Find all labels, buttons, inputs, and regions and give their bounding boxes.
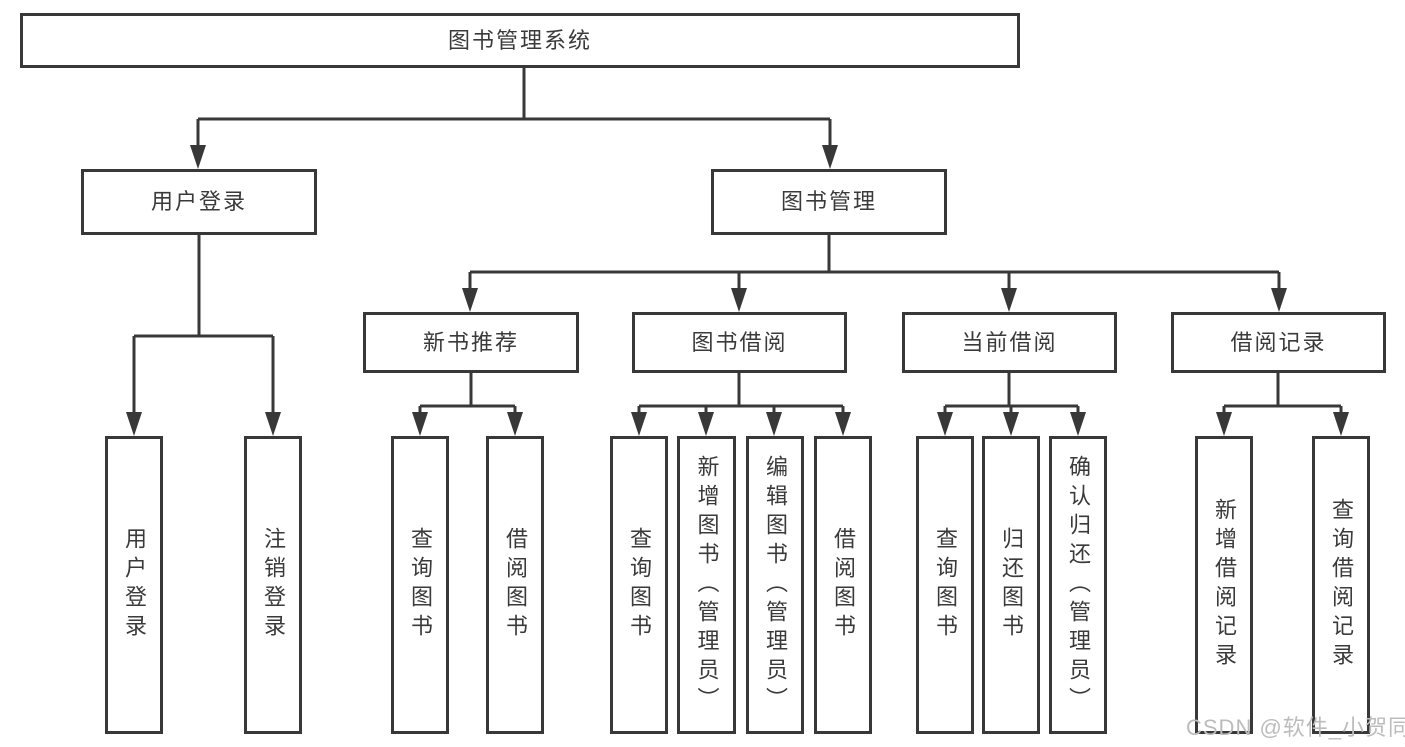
leaf-query-borrow-record: 查询借阅记录 bbox=[1312, 436, 1370, 734]
node-current-borrowing-label: 当前借阅 bbox=[961, 329, 1058, 355]
leaf-borrow-books-recommend: 借阅图书 bbox=[486, 436, 544, 734]
node-book-management-label: 图书管理 bbox=[780, 189, 877, 214]
arrowheads bbox=[126, 145, 1349, 436]
leaf-user-login: 用户登录 bbox=[105, 436, 163, 734]
leaf-query-books-recommend: 查询图书 bbox=[391, 436, 449, 734]
leaf-borrow-books-recommend-label: 借阅图书 bbox=[503, 527, 528, 643]
leaf-edit-books-admin-label: 编辑图书（管理员） bbox=[763, 454, 788, 716]
node-new-book-recommend-label: 新书推荐 bbox=[422, 329, 519, 355]
node-current-borrowing: 当前借阅 bbox=[902, 312, 1117, 373]
leaf-query-books-current: 查询图书 bbox=[916, 436, 974, 734]
leaf-borrow-books-borrowing: 借阅图书 bbox=[814, 436, 872, 734]
leaf-edit-books-admin: 编辑图书（管理员） bbox=[746, 436, 804, 734]
leaf-confirm-return-admin-label: 确认归还（管理员） bbox=[1066, 454, 1091, 716]
leaf-logout-label: 注销登录 bbox=[261, 527, 286, 643]
node-new-book-recommend: 新书推荐 bbox=[363, 312, 579, 373]
node-book-borrowing-label: 图书借阅 bbox=[691, 329, 788, 355]
node-book-management: 图书管理 bbox=[711, 169, 947, 235]
node-borrowing-records: 借阅记录 bbox=[1171, 312, 1386, 373]
leaf-query-books-borrowing: 查询图书 bbox=[610, 436, 668, 734]
leaf-logout: 注销登录 bbox=[244, 436, 302, 734]
leaf-borrow-books-borrowing-label: 借阅图书 bbox=[831, 527, 856, 643]
node-root-label: 图书管理系统 bbox=[447, 27, 592, 53]
leaf-add-borrow-record-label: 新增借阅记录 bbox=[1212, 498, 1237, 672]
leaf-query-books-current-label: 查询图书 bbox=[933, 527, 958, 643]
leaf-add-books-admin-label: 新增图书（管理员） bbox=[694, 454, 720, 716]
csdn-watermark: CSDN @软件_小贺同学 bbox=[1186, 715, 1405, 740]
leaf-return-books: 归还图书 bbox=[982, 436, 1040, 734]
node-user-login: 用户登录 bbox=[81, 169, 317, 235]
leaf-return-books-label: 归还图书 bbox=[999, 527, 1024, 643]
leaf-confirm-return-admin: 确认归还（管理员） bbox=[1049, 436, 1107, 734]
leaf-query-books-recommend-label: 查询图书 bbox=[408, 527, 433, 643]
leaf-user-login-label: 用户登录 bbox=[122, 527, 147, 643]
node-borrowing-records-label: 借阅记录 bbox=[1230, 329, 1327, 355]
node-user-login-label: 用户登录 bbox=[150, 189, 247, 214]
leaf-add-borrow-record: 新增借阅记录 bbox=[1195, 436, 1253, 734]
leaf-query-borrow-record-label: 查询借阅记录 bbox=[1329, 498, 1354, 672]
node-root-system: 图书管理系统 bbox=[20, 13, 1020, 68]
node-book-borrowing: 图书借阅 bbox=[632, 312, 847, 373]
leaf-add-books-admin: 新增图书（管理员） bbox=[677, 436, 736, 734]
leaf-query-books-borrowing-label: 查询图书 bbox=[627, 527, 652, 643]
